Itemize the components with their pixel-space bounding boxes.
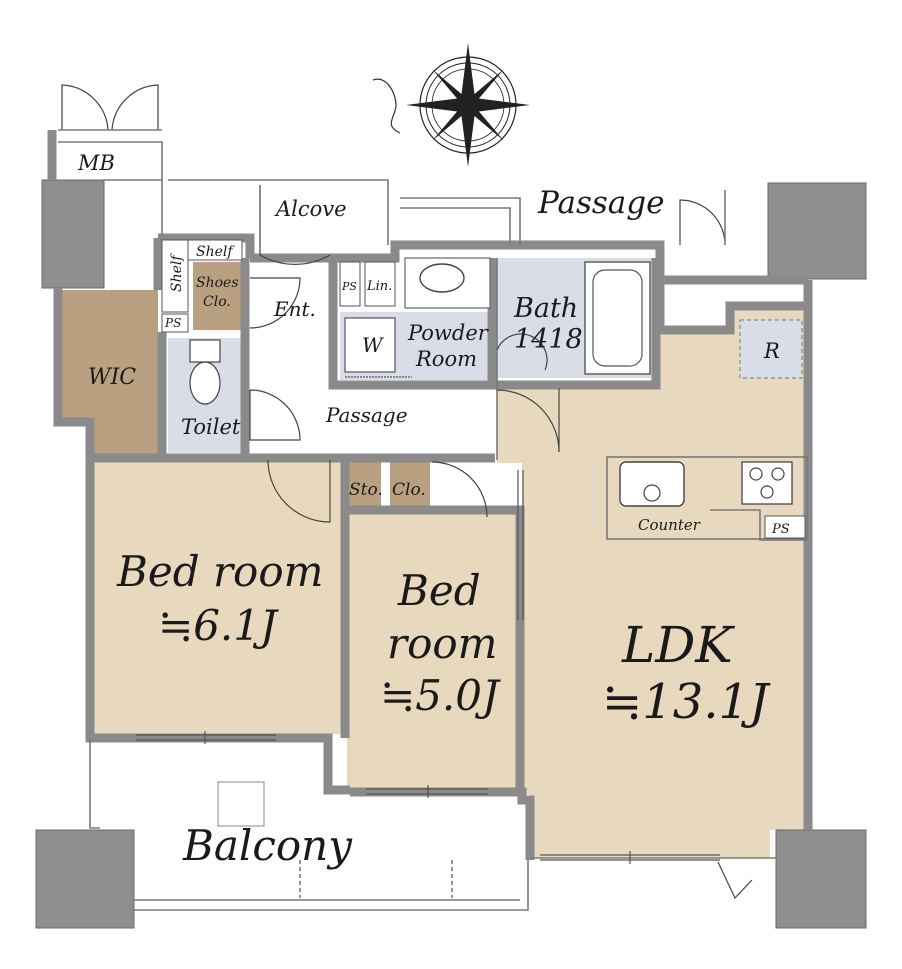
column-bottom-left <box>35 829 135 929</box>
ps-kitchen-box <box>764 515 806 539</box>
columns <box>35 179 867 929</box>
label-bed2-1: Bed <box>397 566 481 615</box>
label-shelf-top: Shelf <box>196 244 235 260</box>
label-passage-top: Passage <box>537 185 664 221</box>
shelf-side-box <box>161 239 189 313</box>
label-ps-kitchen: PS <box>771 522 790 537</box>
label-ps-small: PS <box>341 280 357 293</box>
bedroom2-floor <box>347 513 520 788</box>
ps-entry-box <box>161 313 189 333</box>
label-counter: Counter <box>638 516 701 534</box>
column-bottom-right <box>775 829 867 929</box>
ldk-floor <box>497 305 807 858</box>
kitchen-counter <box>606 456 808 540</box>
label-balcony: Balcony <box>182 821 353 870</box>
label-passage-mid: Passage <box>325 403 408 427</box>
label-sto: Sto. <box>349 480 383 500</box>
label-r: R <box>763 339 780 363</box>
label-shelf-side: Shelf <box>169 253 185 292</box>
label-bed1-1: Bed room <box>116 547 323 596</box>
sto-floor <box>348 462 381 510</box>
label-ps-entry: PS <box>164 316 181 330</box>
wic-floor <box>62 290 158 455</box>
floor-fills <box>62 258 807 858</box>
column-top-right <box>767 182 867 280</box>
fixtures <box>161 239 806 539</box>
label-clo: Clo. <box>392 480 426 500</box>
balcony-unit <box>217 781 265 827</box>
label-ldk-1: LDK <box>621 616 735 674</box>
room-labels: MB Alcove Passage Shelf Shelf Shoes Clo.… <box>77 151 790 870</box>
label-bath-1: Bath <box>513 293 578 324</box>
label-w: W <box>362 333 384 357</box>
lin-box <box>364 261 396 307</box>
label-ent: Ent. <box>273 297 316 321</box>
bathtub-icon <box>584 261 651 375</box>
label-bed2-2: room <box>387 619 497 668</box>
washer-space <box>344 317 396 373</box>
label-lin: Lin. <box>366 279 392 294</box>
label-wic: WIC <box>88 365 136 390</box>
stove-icon <box>741 461 793 505</box>
label-toilet: Toilet <box>181 415 241 439</box>
column-top-left <box>41 179 105 289</box>
label-bed1-2: ≒6.1J <box>158 601 279 650</box>
toilet-icon <box>189 339 221 405</box>
shoes-closet-floor <box>193 262 241 330</box>
label-mb: MB <box>77 151 115 175</box>
doors <box>58 84 753 900</box>
ps-box-small <box>339 261 361 307</box>
balcony <box>89 738 529 911</box>
windows <box>136 376 720 864</box>
refrigerator-space <box>739 319 803 379</box>
bedroom1-floor <box>94 461 342 734</box>
label-powder-2: Room <box>415 347 477 371</box>
label-ldk-2: ≒13.1J <box>602 674 771 730</box>
label-powder-1: Powder <box>407 321 490 345</box>
washbasin-icon <box>404 257 491 309</box>
label-shoes-2: Clo. <box>203 294 231 310</box>
compass-rose-icon <box>372 43 530 167</box>
label-bed2-3: ≒5.0J <box>380 671 501 720</box>
label-shoes-1: Shoes <box>196 275 239 291</box>
sink-icon <box>619 461 685 507</box>
label-bath-2: 1418 <box>514 324 583 355</box>
clo-floor <box>390 462 430 510</box>
label-alcove: Alcove <box>274 197 347 221</box>
